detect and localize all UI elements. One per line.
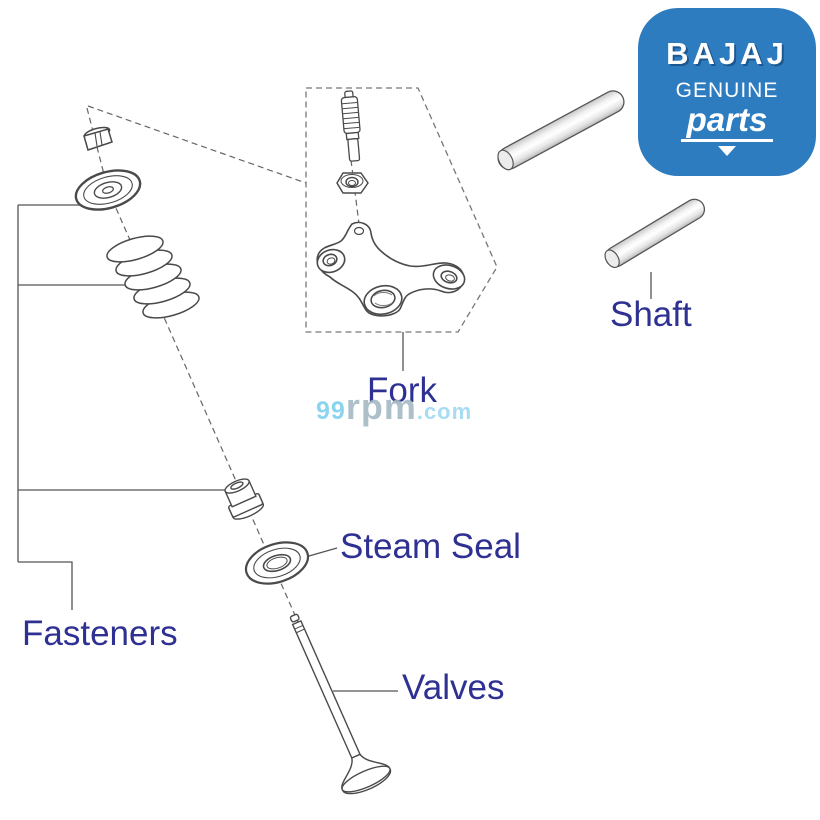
valve-guide: [224, 478, 265, 520]
valves-label: Valves: [402, 668, 505, 707]
lock-nut: [336, 172, 369, 194]
rocker-shaft-upper: [497, 90, 625, 171]
bajaj-logo-brand-text: BAJAJ: [666, 36, 788, 71]
bajaj-logo-parts-text: parts: [680, 103, 774, 142]
valve-spring: [106, 235, 200, 319]
shaft-label: Shaft: [610, 295, 692, 334]
down-arrow-icon: [718, 146, 736, 156]
fork-label: Fork: [367, 371, 437, 410]
bajaj-genuine-parts-logo: BAJAJ GENUINE parts: [638, 8, 816, 176]
watermark-prefix: 99: [316, 397, 346, 425]
watermark-mid: rpm: [345, 386, 417, 427]
bajaj-logo-genuine-text: GENUINE: [675, 79, 779, 102]
adjuster-screw: [340, 90, 361, 162]
rocker-arm-fork: [316, 221, 466, 317]
fasteners-label: Fasteners: [22, 614, 178, 653]
leader-lines: [308, 272, 652, 692]
valve-collet: [83, 126, 113, 151]
steam-seal-leader-line: [308, 547, 338, 557]
spring-retainer: [74, 169, 142, 211]
engine-valve: [289, 613, 392, 795]
steam-seal: [244, 541, 310, 585]
rocker-shaft-lower: [604, 198, 706, 269]
steam-seal-label: Steam Seal: [340, 527, 521, 566]
watermark: 99 rpm .com: [316, 386, 472, 428]
fork-dashed-box: [305, 87, 498, 333]
watermark-suffix: .com: [416, 399, 473, 424]
